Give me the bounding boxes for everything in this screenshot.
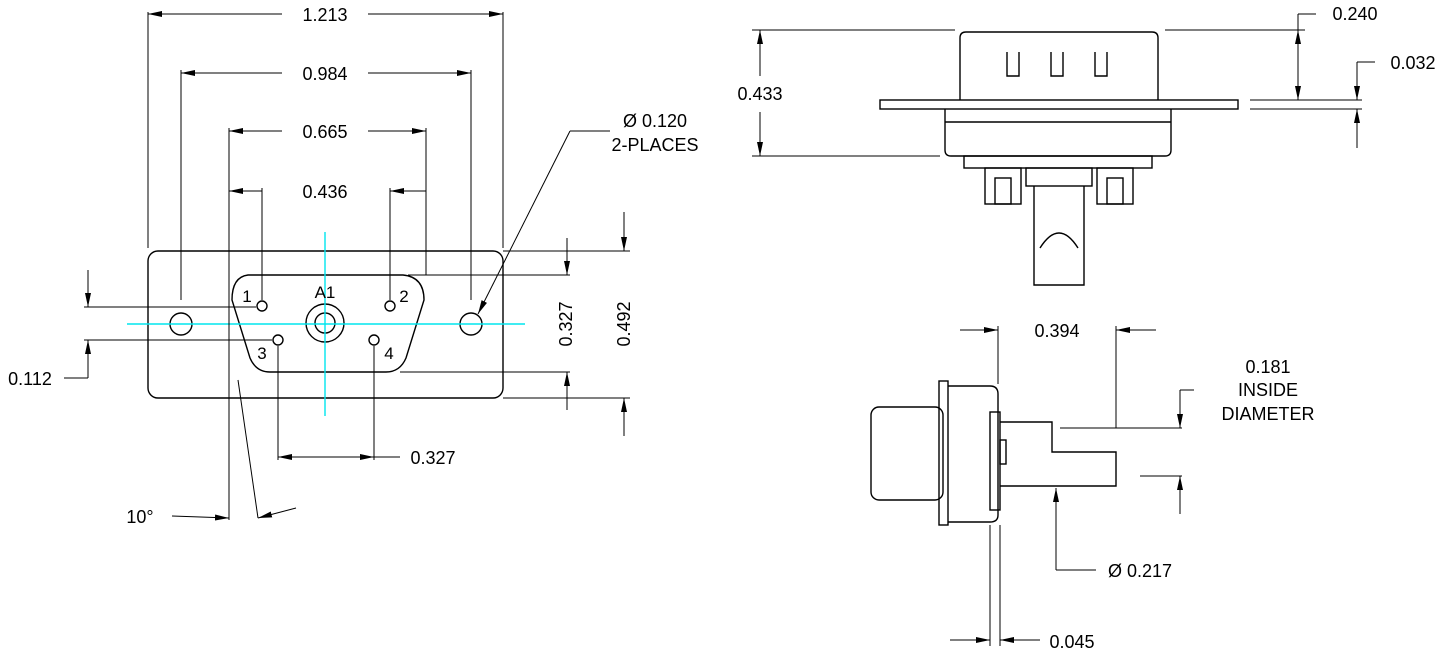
dim-flange-thickness: 0.032 — [1390, 53, 1435, 73]
top-base — [963, 155, 1153, 169]
side-coax-tail — [1000, 421, 1117, 487]
dim-flange-offset: 0.045 — [1049, 632, 1094, 652]
side-shell — [870, 406, 944, 501]
dim-contact-spacing: 0.327 — [410, 448, 455, 468]
top-pin-right — [1096, 167, 1134, 205]
dim-inside-diameter-word2: DIAMETER — [1221, 404, 1314, 424]
top-flange — [879, 99, 1239, 110]
label-pin-2: 2 — [399, 287, 408, 306]
top-view: 0.433 0.240 0.032 — [737, 4, 1436, 286]
dim-taper-angle: 10° — [126, 507, 153, 527]
dim-mount-hole-spacing: 0.984 — [302, 64, 347, 84]
pin-3 — [272, 334, 284, 346]
side-body — [948, 385, 999, 523]
dim-pin-length: 0.394 — [1034, 321, 1079, 341]
pin-2 — [384, 300, 396, 312]
dim-row-offset: 0.112 — [8, 369, 52, 389]
label-pin-3: 3 — [257, 344, 266, 363]
side-flange — [938, 380, 949, 526]
label-a1: A1 — [315, 283, 336, 302]
label-pin-1: 1 — [242, 287, 251, 306]
top-coax-tail — [1033, 186, 1085, 286]
pin-1 — [256, 300, 268, 312]
top-shell — [959, 31, 1159, 100]
hole-note-places: 2-PLACES — [611, 135, 698, 155]
dim-shell-height: 0.327 — [556, 301, 576, 346]
label-pin-4: 4 — [384, 344, 393, 363]
pin-4 — [368, 334, 380, 346]
d-shell-outline — [231, 274, 425, 373]
dim-outer-diameter: Ø 0.217 — [1108, 561, 1172, 581]
dim-inside-diameter-word1: INSIDE — [1238, 380, 1298, 400]
side-view: 0.394 0.181 INSIDE DIAMETER Ø 0.217 0.04… — [870, 321, 1315, 652]
dim-overall-width: 1.213 — [302, 5, 347, 25]
top-body — [944, 109, 1172, 157]
dim-shell-inner-width: 0.436 — [302, 182, 347, 202]
dim-top-shell-height: 0.240 — [1332, 4, 1377, 24]
dim-inside-diameter-value: 0.181 — [1245, 357, 1290, 377]
dim-flange-height: 0.492 — [614, 301, 634, 346]
hole-note-diameter: Ø 0.120 — [623, 111, 687, 131]
front-view: 1.213 0.984 0.665 0.436 0.327 0.112 10° … — [8, 5, 698, 527]
top-pin-left — [984, 167, 1022, 205]
dim-shell-outer-width: 0.665 — [302, 122, 347, 142]
dim-overall-height: 0.433 — [737, 84, 782, 104]
